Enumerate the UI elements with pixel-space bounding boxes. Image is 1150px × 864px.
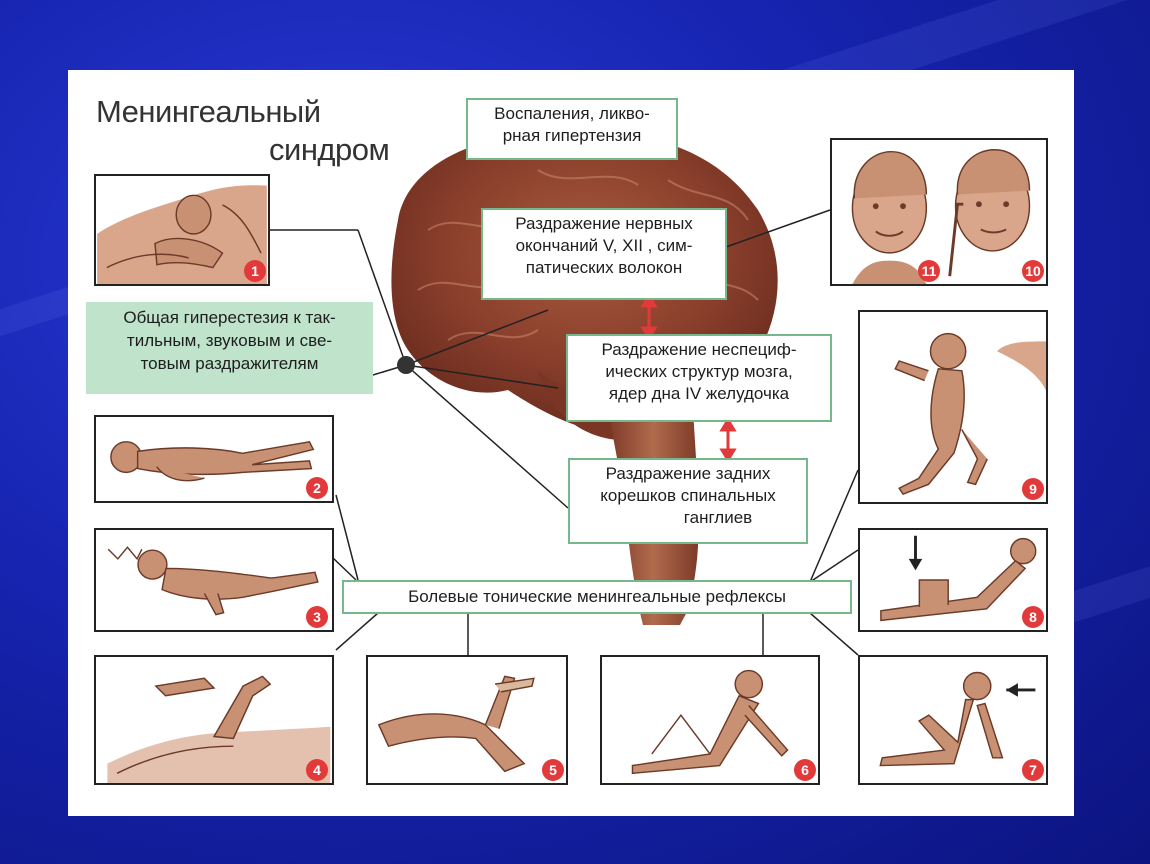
nonspecific-line-2: ических структур мозга, xyxy=(605,362,793,381)
illustration-panel-4: 4 xyxy=(94,655,334,785)
illustration-panel-5: 5 xyxy=(366,655,568,785)
hyperesthesia-line-1: Общая гиперестезия к так- xyxy=(123,308,336,327)
nerve-endings-box: Раздражение нервных окончаний V, XII , с… xyxy=(481,208,727,300)
illustration-panel-1: 1 xyxy=(94,174,270,286)
badge-6: 6 xyxy=(794,759,816,781)
nonspecific-box: Раздражение неспециф- ических структур м… xyxy=(566,334,832,422)
sign-5-figure xyxy=(377,675,535,773)
sign-2-figure xyxy=(110,441,315,482)
spinal-roots-line-1: Раздражение задних xyxy=(605,464,771,483)
badge-2: 2 xyxy=(306,477,328,499)
red-arrow-2 xyxy=(719,417,737,463)
badge-11: 11 xyxy=(918,260,940,282)
nonspecific-line-3: ядер дна IV желудочка xyxy=(608,384,790,403)
illustration-panel-9: 9 xyxy=(858,310,1048,504)
sign-10-11-figure xyxy=(851,148,1031,284)
illustration-panel-3: 3 xyxy=(94,528,334,632)
illustration-panel-2: 2 xyxy=(94,415,334,503)
spinal-roots-line-3: ганглиев xyxy=(683,508,753,527)
sign-4-figure xyxy=(107,675,331,783)
badge-5: 5 xyxy=(542,759,564,781)
hyperesthesia-line-3: товым раздражителям xyxy=(140,354,319,373)
hyperesthesia-line-2: тильным, звуковым и све- xyxy=(126,331,333,350)
reflexes-label: Болевые тонические менингеальные рефлекс… xyxy=(408,587,786,606)
inflammation-line-1: Воспаления, ликво- xyxy=(494,104,650,123)
sign-7-figure xyxy=(879,671,1036,767)
illustration-panel-7: 7 xyxy=(858,655,1048,785)
nerve-endings-line-1: Раздражение нервных xyxy=(515,214,693,233)
badge-10: 10 xyxy=(1022,260,1044,282)
title-line-1: Менингеальный xyxy=(96,94,321,129)
sign-9-figure xyxy=(894,332,1046,496)
badge-3: 3 xyxy=(306,606,328,628)
badge-9: 9 xyxy=(1022,478,1044,500)
sign-3-figure xyxy=(107,546,319,616)
spinal-roots-line-2: корешков спинальных xyxy=(600,486,776,505)
inflammation-box: Воспаления, ликво- рная гипертензия xyxy=(466,98,678,160)
illustration-panel-10-11: 11 10 xyxy=(830,138,1048,286)
hyperesthesia-box: Общая гиперестезия к так- тильным, звуко… xyxy=(86,302,373,394)
nonspecific-line-1: Раздражение неспециф- xyxy=(601,340,797,359)
badge-4: 4 xyxy=(306,759,328,781)
badge-8: 8 xyxy=(1022,606,1044,628)
reflexes-box: Болевые тонические менингеальные рефлекс… xyxy=(342,580,852,614)
sign-1-figure xyxy=(97,185,267,284)
illustration-panel-8: 8 xyxy=(858,528,1048,632)
title-line-2: синдром xyxy=(269,132,390,167)
illustration-panel-6: 6 xyxy=(600,655,820,785)
sign-8-figure xyxy=(880,535,1037,622)
diagram-slide: Менингеальный синдром Воспаления, ликво-… xyxy=(68,70,1074,816)
spinal-roots-box: Раздражение задних корешков спинальных г… xyxy=(568,458,808,544)
badge-7: 7 xyxy=(1022,759,1044,781)
nerve-endings-line-3: патических волокон xyxy=(525,258,683,277)
badge-1: 1 xyxy=(244,260,266,282)
sign-6-figure xyxy=(631,669,789,775)
inflammation-line-2: рная гипертензия xyxy=(502,126,642,145)
nerve-endings-line-2: окончаний V, XII , сим- xyxy=(515,236,693,255)
red-arrow-1 xyxy=(640,293,658,341)
junction-dot xyxy=(397,356,415,374)
